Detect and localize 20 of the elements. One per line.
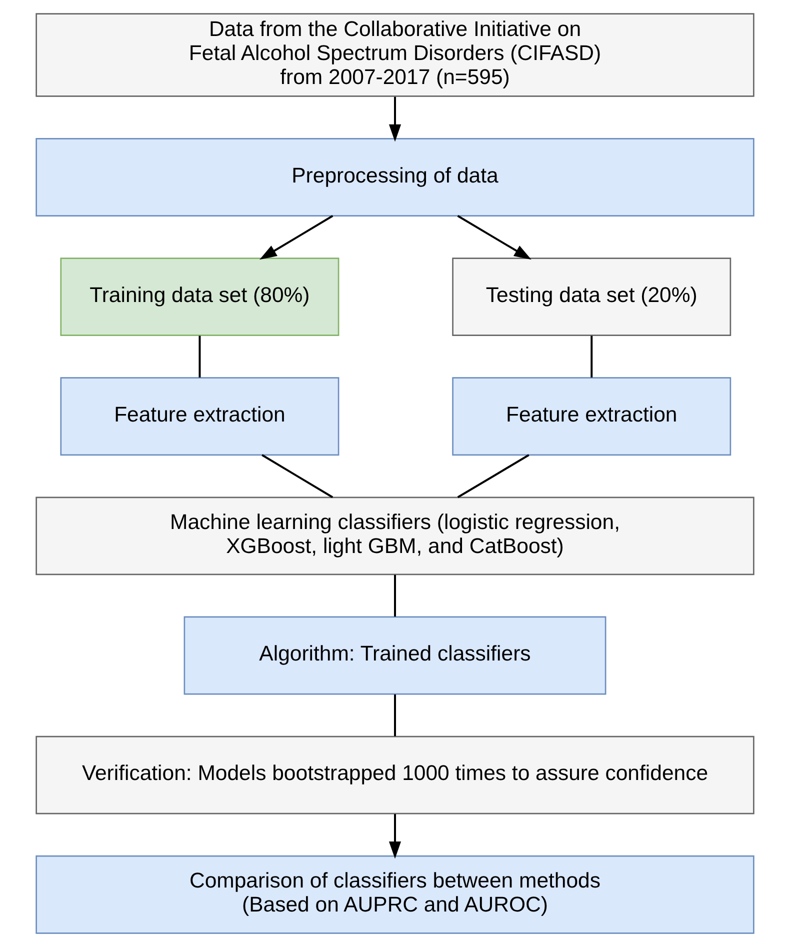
node-box: Feature extraction bbox=[60, 377, 340, 456]
connector bbox=[457, 454, 530, 498]
connector bbox=[262, 454, 334, 498]
node-box: Verification: Models bootstrapped 1000 times to assure confidence bbox=[36, 736, 754, 814]
connector bbox=[394, 574, 396, 617]
arrow bbox=[388, 96, 402, 142]
arrow bbox=[457, 215, 532, 260]
arrow bbox=[388, 814, 402, 859]
connector bbox=[394, 694, 396, 736]
node-box: Machine learning classifiers (logistic regression, XGBoost, light GBM, and CatBoost) bbox=[36, 496, 754, 576]
connector bbox=[590, 336, 593, 378]
node-box: Comparison of classifiers between methods (Based on AUPRC and AUROC) bbox=[36, 855, 754, 934]
connector bbox=[198, 336, 201, 378]
node-box: Feature extraction bbox=[452, 377, 732, 456]
node-box: Preprocessing of data bbox=[36, 138, 754, 216]
node-box: Data from the Collaborative Initiative on Fetal Alcohol Spectrum Disorders (CIFASD) from 2007-2017 (n=595) bbox=[36, 13, 754, 97]
node-box: Training data set (80%) bbox=[60, 258, 340, 336]
arrow bbox=[260, 215, 334, 260]
node-box: Algorithm: Trained classifiers bbox=[184, 616, 606, 695]
node-box: Testing data set (20%) bbox=[452, 258, 732, 336]
